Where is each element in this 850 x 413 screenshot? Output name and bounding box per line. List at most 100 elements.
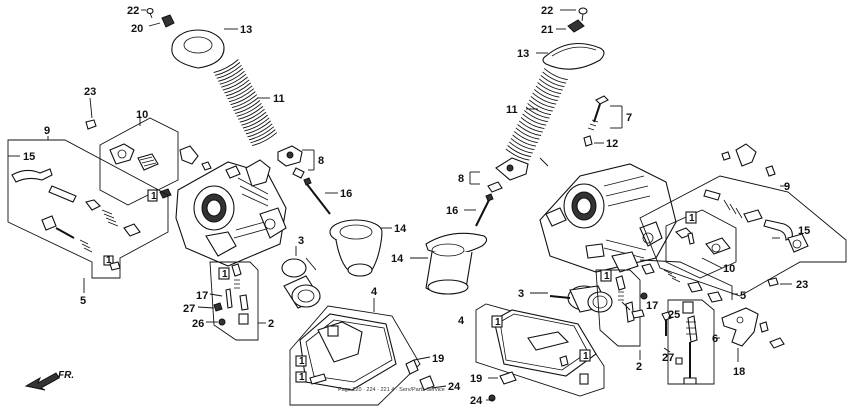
spring-coil	[248, 126, 275, 141]
spring-coil	[242, 114, 268, 129]
spring-coil	[510, 138, 535, 151]
callout-15-right: 15	[798, 225, 810, 237]
callout-14-right: 14	[391, 253, 404, 265]
callout-21-right: 21	[541, 24, 553, 36]
callout-17-left: 17	[196, 290, 208, 302]
callout-1b-right: 1	[604, 271, 610, 282]
jet-needle-16-left	[303, 177, 338, 215]
callout-16-right: 16	[446, 205, 458, 217]
callout-27-left: 27	[183, 303, 195, 315]
spring-coil	[505, 148, 530, 161]
spring-coil	[522, 113, 547, 126]
spring-coil	[538, 78, 563, 91]
spring-coil	[244, 117, 270, 132]
spring-coil	[251, 132, 278, 147]
spring-coil	[528, 99, 553, 112]
callout-24-left: 24	[448, 381, 461, 393]
spring-coil	[530, 96, 555, 109]
callout-7-right: 7	[626, 112, 632, 124]
callout-11-right: 11	[506, 104, 518, 116]
spring-coil	[523, 110, 548, 123]
callout-8-left: 8	[318, 155, 324, 167]
clip-20-left	[161, 14, 175, 28]
callout-19-left: 19	[432, 353, 444, 365]
spring-coil	[222, 76, 248, 91]
callout-23-right: 23	[796, 279, 808, 291]
spring-coil	[236, 102, 262, 117]
piston-valve-8-left	[277, 145, 315, 179]
screw-22-left	[146, 7, 154, 19]
spring-coil	[228, 88, 255, 103]
spring-coil	[224, 79, 250, 94]
callout-26-left: 26	[192, 318, 204, 330]
bolt-23-right	[767, 277, 792, 287]
group-box-10-left	[99, 116, 179, 206]
callout-13-left: 13	[240, 24, 252, 36]
callout-9-right: 9	[784, 181, 790, 193]
clip-21-right	[556, 19, 585, 33]
group-box-2-right	[595, 269, 648, 347]
callout-1a-right: 1	[689, 213, 695, 224]
spring-coil	[525, 106, 550, 119]
callout-20-left: 20	[131, 23, 143, 35]
callout-5-right: 5	[740, 290, 746, 302]
callout-1b-left: 1	[106, 255, 112, 266]
top-cover-13-left	[171, 28, 238, 69]
spring-coil	[540, 75, 565, 88]
drain-screw-19-right	[488, 371, 517, 385]
spring-coil	[247, 123, 273, 138]
callout-15-left: 15	[23, 151, 35, 163]
callout-10-left: 10	[136, 109, 148, 121]
spring-coil	[537, 82, 562, 95]
callout-1d-left: 1	[299, 356, 305, 367]
air-funnel-14-left	[329, 219, 392, 277]
group-box-9-5-left	[7, 136, 169, 293]
callout-10-right: 10	[723, 263, 735, 275]
spring-coil	[532, 92, 557, 105]
page-footnote: Page 220 · 224 · 221 4 · Serv/Parts Serv…	[338, 387, 445, 393]
callout-19-right: 19	[470, 373, 482, 385]
group-box-2-left	[197, 261, 266, 341]
spring-coil	[238, 105, 264, 120]
callout-1d-right: 1	[583, 351, 589, 362]
carburetor-body-left	[175, 145, 287, 267]
spring-coil	[513, 131, 538, 144]
callout-1e-left: 1	[299, 372, 305, 383]
spring-coil	[508, 141, 533, 154]
callout-8-right: 8	[458, 173, 464, 185]
spring-coil	[227, 85, 253, 100]
front-direction-label: FR.	[58, 370, 74, 381]
callout-3-left: 3	[298, 235, 304, 247]
callout-14-left: 14	[394, 223, 407, 235]
callout-4-left: 4	[371, 286, 378, 298]
callout-labels-right: 22 21 13 11 7 12 8 16 14 9 15 10 23 3 17…	[391, 5, 810, 407]
callout-17-right: 17	[646, 300, 658, 312]
spring-coil	[512, 134, 537, 147]
spring-coil	[235, 100, 261, 114]
callout-labels-left: 22 20 13 11 8 16 23 10 9 15 5 3 14 17 27…	[23, 5, 461, 393]
callout-1c-right: 1	[495, 317, 501, 328]
spring-coil	[507, 145, 532, 158]
spring-11-left	[213, 59, 278, 147]
vacuum-piston-3-left	[281, 246, 321, 309]
screw-22-right	[560, 7, 588, 22]
jet-needle-16-right	[464, 193, 494, 227]
callout-3-right: 3	[518, 288, 524, 300]
callout-5-left: 5	[80, 295, 86, 307]
callout-22-right: 22	[541, 5, 553, 17]
spring-coil	[219, 70, 245, 85]
callout-6-right: 6	[712, 333, 718, 345]
spring-coil	[233, 97, 259, 111]
callout-2-left: 2	[268, 318, 274, 330]
callout-27-right: 27	[662, 352, 674, 364]
spring-coil	[517, 124, 542, 137]
callout-12-right: 12	[606, 138, 618, 150]
bolt-23-left	[85, 97, 97, 130]
callout-23-left: 23	[84, 86, 96, 98]
spring-coil	[515, 127, 540, 140]
drain-bolt-24-right	[486, 394, 496, 402]
spring-coil	[520, 117, 545, 130]
spring-coil	[216, 64, 242, 79]
callout-13-right: 13	[517, 48, 529, 60]
